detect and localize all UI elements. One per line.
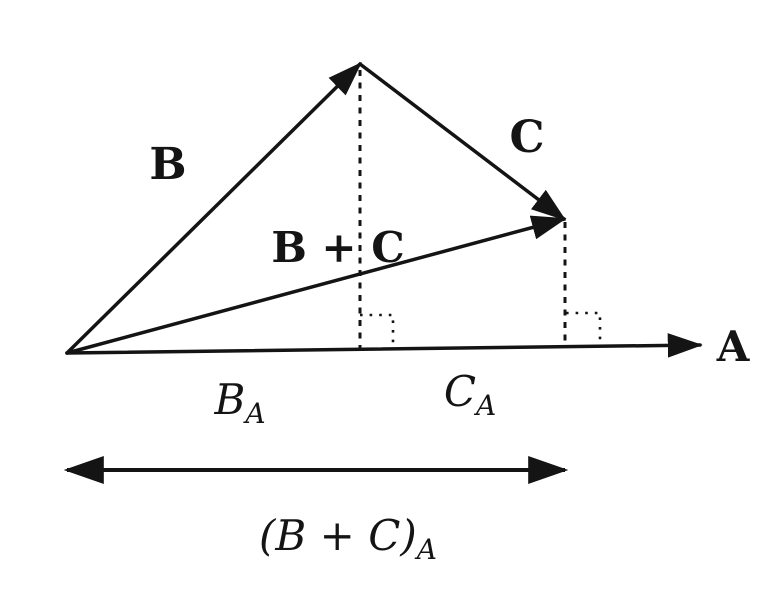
vector-C — [358, 62, 567, 221]
vector-A — [65, 333, 703, 358]
right-angle-marker-B — [360, 313, 395, 349]
vector-B-plus-C — [65, 215, 567, 355]
vector-B — [65, 62, 362, 355]
label-vector-A: A — [716, 322, 751, 371]
label-vector-B: B — [149, 139, 186, 190]
label-component-B-A: BA — [213, 375, 265, 430]
label-vector-B-plus-C: B + C — [271, 223, 404, 272]
right-angle-marker-B-plus-C — [566, 311, 602, 345]
label-vector-C: C — [509, 112, 544, 163]
label-component-B-plus-C-A: (B + C)A — [259, 511, 437, 566]
label-component-C-A: CA — [444, 367, 496, 422]
